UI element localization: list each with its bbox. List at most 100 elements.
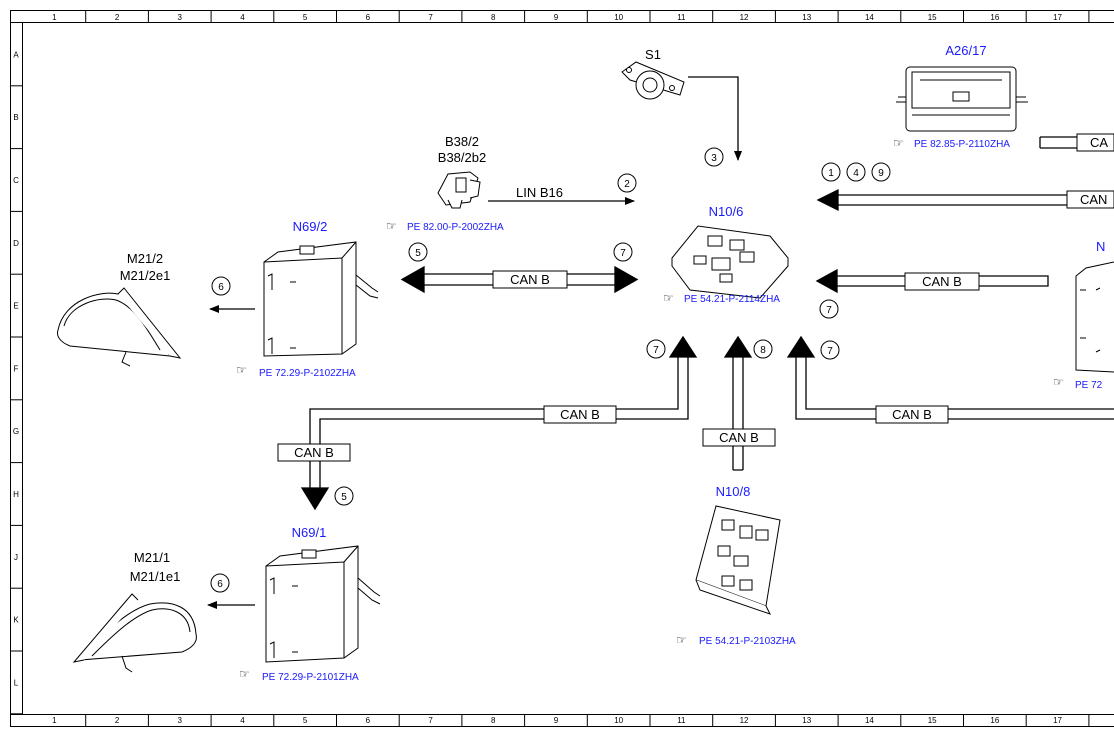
can-label-n69-2-n10-6: CAN B bbox=[492, 270, 568, 289]
grid-column-label: 9 bbox=[554, 716, 559, 725]
signal-7-lower-right: 7 bbox=[820, 340, 840, 360]
signal-3: 3 bbox=[704, 147, 724, 167]
svg-text:M21/1: M21/1 bbox=[134, 550, 170, 565]
svg-text:CAN B: CAN B bbox=[510, 272, 550, 287]
grid-row-label: L bbox=[14, 678, 19, 687]
svg-text:6: 6 bbox=[217, 579, 223, 590]
n69-2-door-module: N69/2 ☞ PE 72.29-P-2102ZHA bbox=[236, 219, 379, 379]
grid-row-label: H bbox=[13, 490, 19, 499]
n10-6-sam-module: N10/6 ☞ PE 54.21-P-2114ZHA bbox=[663, 204, 789, 305]
svg-text:CAN B: CAN B bbox=[892, 407, 932, 422]
svg-text:M21/1e1: M21/1e1 bbox=[130, 569, 181, 584]
svg-text:7: 7 bbox=[620, 248, 626, 259]
can-label-right-mid: CAN B bbox=[904, 272, 980, 291]
n10-8-module: N10/8 ☞ PE 54.21-P-2103ZHA bbox=[676, 484, 796, 647]
svg-text:7: 7 bbox=[826, 305, 832, 316]
signal-6-bottom: 6 bbox=[210, 573, 230, 593]
signal-1: 1 bbox=[821, 162, 841, 182]
grid-column-label: 11 bbox=[677, 13, 686, 22]
grid-column-label: 7 bbox=[428, 716, 433, 725]
svg-text:PE 82.85-P-2110ZHA: PE 82.85-P-2110ZHA bbox=[914, 139, 1010, 150]
svg-text:PE 82.00-P-2002ZHA: PE 82.00-P-2002ZHA bbox=[407, 222, 504, 233]
signal-6-top: 6 bbox=[211, 276, 231, 296]
svg-text:2: 2 bbox=[624, 179, 630, 190]
svg-text:B38/2b2: B38/2b2 bbox=[438, 150, 486, 165]
grid-column-label: 14 bbox=[865, 13, 874, 22]
grid-column-label: 16 bbox=[990, 716, 999, 725]
grid-column-label: 15 bbox=[928, 13, 937, 22]
svg-text:4: 4 bbox=[853, 168, 859, 179]
right-module-partial: N ☞ PE 72 bbox=[1053, 239, 1114, 391]
can-label-right-lower: CAN B bbox=[875, 405, 949, 424]
grid-column-label: 13 bbox=[802, 13, 811, 22]
grid-column-label: 10 bbox=[614, 716, 623, 725]
svg-text:N69/2: N69/2 bbox=[293, 219, 328, 234]
signal-4: 4 bbox=[846, 162, 866, 182]
reference-icon: ☞ bbox=[676, 633, 687, 647]
grid-row-label: A bbox=[13, 50, 19, 59]
grid-column-label: 17 bbox=[1053, 13, 1062, 22]
grid-column-label: 1 bbox=[52, 716, 57, 725]
grid-column-label: 9 bbox=[554, 13, 559, 22]
svg-text:6: 6 bbox=[218, 282, 224, 293]
signal-7-right: 7 bbox=[819, 299, 839, 319]
can-label-n69-1-vertical: CAN B bbox=[277, 443, 351, 462]
drawing-frame bbox=[10, 10, 1114, 727]
svg-text:5: 5 bbox=[415, 248, 421, 259]
svg-text:M21/2: M21/2 bbox=[127, 251, 163, 266]
svg-text:1: 1 bbox=[828, 168, 834, 179]
reference-icon: ☞ bbox=[239, 667, 250, 681]
signal-7-left: 7 bbox=[646, 339, 666, 359]
svg-text:N10/6: N10/6 bbox=[709, 204, 744, 219]
signal-2: 2 bbox=[617, 173, 637, 193]
svg-text:N: N bbox=[1096, 239, 1105, 254]
signal-markers: 3 2 1 4 9 5 7 6 7 7 8 7 5 6 bbox=[210, 147, 891, 593]
svg-text:7: 7 bbox=[653, 345, 659, 356]
grid-column-label: 5 bbox=[303, 716, 308, 725]
svg-text:CAN B: CAN B bbox=[560, 407, 600, 422]
grid-column-label: 14 bbox=[865, 716, 874, 725]
svg-text:CAN B: CAN B bbox=[922, 274, 962, 289]
grid-column-label: 11 bbox=[677, 716, 686, 725]
grid-column-label: 8 bbox=[491, 13, 496, 22]
grid-column-label: 3 bbox=[178, 13, 183, 22]
grid-column-label: 4 bbox=[240, 13, 245, 22]
svg-text:PE 72: PE 72 bbox=[1075, 380, 1103, 391]
signal-5-top: 5 bbox=[408, 242, 428, 262]
svg-text:8: 8 bbox=[760, 345, 766, 356]
grid-column-label: 6 bbox=[366, 716, 371, 725]
svg-text:5: 5 bbox=[341, 492, 347, 503]
m21-2-mirror: M21/2 M21/2e1 bbox=[57, 251, 182, 367]
signal-5-bottom: 5 bbox=[334, 486, 354, 506]
signal-8: 8 bbox=[753, 339, 773, 359]
svg-text:7: 7 bbox=[827, 346, 833, 357]
grid-column-label: 5 bbox=[303, 13, 308, 22]
reference-icon: ☞ bbox=[893, 136, 904, 150]
grid-column-label: 2 bbox=[115, 716, 120, 725]
svg-text:CA: CA bbox=[1090, 135, 1108, 150]
lin-b16-label: LIN B16 bbox=[516, 185, 563, 200]
can-label-right-top: CAN bbox=[1066, 190, 1114, 209]
grid-row-label: E bbox=[13, 302, 18, 311]
reference-icon: ☞ bbox=[663, 291, 674, 305]
grid-column-label: 12 bbox=[740, 716, 749, 725]
svg-text:PE 54.21-P-2114ZHA: PE 54.21-P-2114ZHA bbox=[684, 294, 780, 305]
reference-icon: ☞ bbox=[386, 219, 397, 233]
svg-text:N69/1: N69/1 bbox=[292, 525, 327, 540]
signal-9: 9 bbox=[871, 162, 891, 182]
grid-row-label: F bbox=[14, 364, 19, 373]
m21-1-mirror: M21/1 M21/1e1 bbox=[72, 550, 197, 673]
can-labels: CAN B CAN B CAN CA CAN B CAN B CAN B CA bbox=[277, 133, 1114, 462]
can-label-n69-1-horizontal: CAN B bbox=[543, 405, 617, 424]
svg-text:CAN B: CAN B bbox=[294, 445, 334, 460]
grid-column-label: 6 bbox=[366, 13, 371, 22]
svg-text:PE 72.29-P-2102ZHA: PE 72.29-P-2102ZHA bbox=[259, 368, 356, 379]
signal-7-top: 7 bbox=[613, 242, 633, 262]
s1-to-n10-6-line bbox=[688, 76, 742, 161]
grid-column-label: 1 bbox=[52, 13, 57, 22]
grid-row-label: D bbox=[13, 239, 19, 248]
can-bus-right-top-arrow bbox=[816, 188, 839, 212]
